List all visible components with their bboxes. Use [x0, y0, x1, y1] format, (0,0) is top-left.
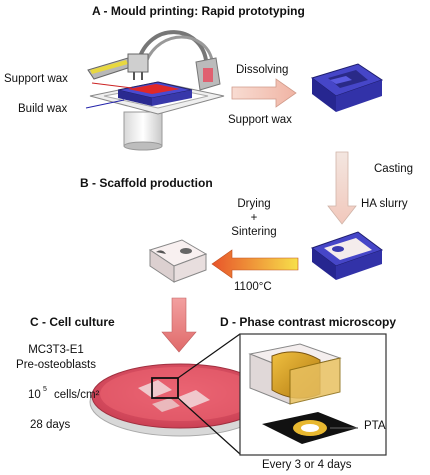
ha-slurry-label: HA slurry: [361, 198, 408, 210]
section-b-title: B - Scaffold production: [80, 176, 213, 190]
density-unit: cells/cm²: [54, 389, 100, 401]
duration-label: 28 days: [30, 419, 71, 431]
dissolving-label: Dissolving: [236, 64, 289, 76]
section-a-title: A - Mould printing: Rapid prototyping: [92, 4, 305, 18]
scaffold-block: [148, 239, 208, 283]
pta-plane: [262, 412, 358, 444]
plus-label: +: [250, 212, 258, 224]
support-wax-removed-label: Support wax: [228, 114, 292, 126]
petri-dish: [89, 363, 271, 437]
section-c-title: C - Cell culture: [30, 315, 115, 329]
sintering-arrow: [211, 249, 299, 279]
culture-arrow: [161, 297, 197, 353]
support-wax-label: Support wax: [4, 73, 68, 85]
zoom-box: [151, 377, 179, 399]
density-exponent: 5: [43, 386, 47, 393]
pta-label: PTA: [364, 420, 386, 432]
sintering-label: Sintering: [231, 226, 277, 238]
mould-block: [310, 63, 384, 112]
support-wax-leader: [91, 82, 133, 89]
casting-label: Casting: [374, 163, 413, 175]
density-base: 10: [28, 389, 41, 401]
casting-arrow: [327, 151, 357, 225]
scaffold-cutaway: [248, 343, 342, 405]
temperature-label: 1100°C: [234, 281, 272, 293]
frequency-label: Every 3 or 4 days: [262, 459, 352, 471]
section-d-title: D - Phase contrast microscopy: [220, 315, 397, 329]
drying-label: Drying: [237, 198, 271, 210]
printer-illustration: [87, 30, 225, 151]
cell-type-label: Pre-osteoblasts: [16, 359, 96, 371]
build-wax-label: Build wax: [18, 103, 68, 115]
cell-line-label: MC3T3-E1: [28, 344, 84, 356]
build-wax-leader: [85, 99, 125, 109]
dissolving-arrow: [231, 78, 297, 108]
cast-mould-block: [310, 231, 384, 280]
